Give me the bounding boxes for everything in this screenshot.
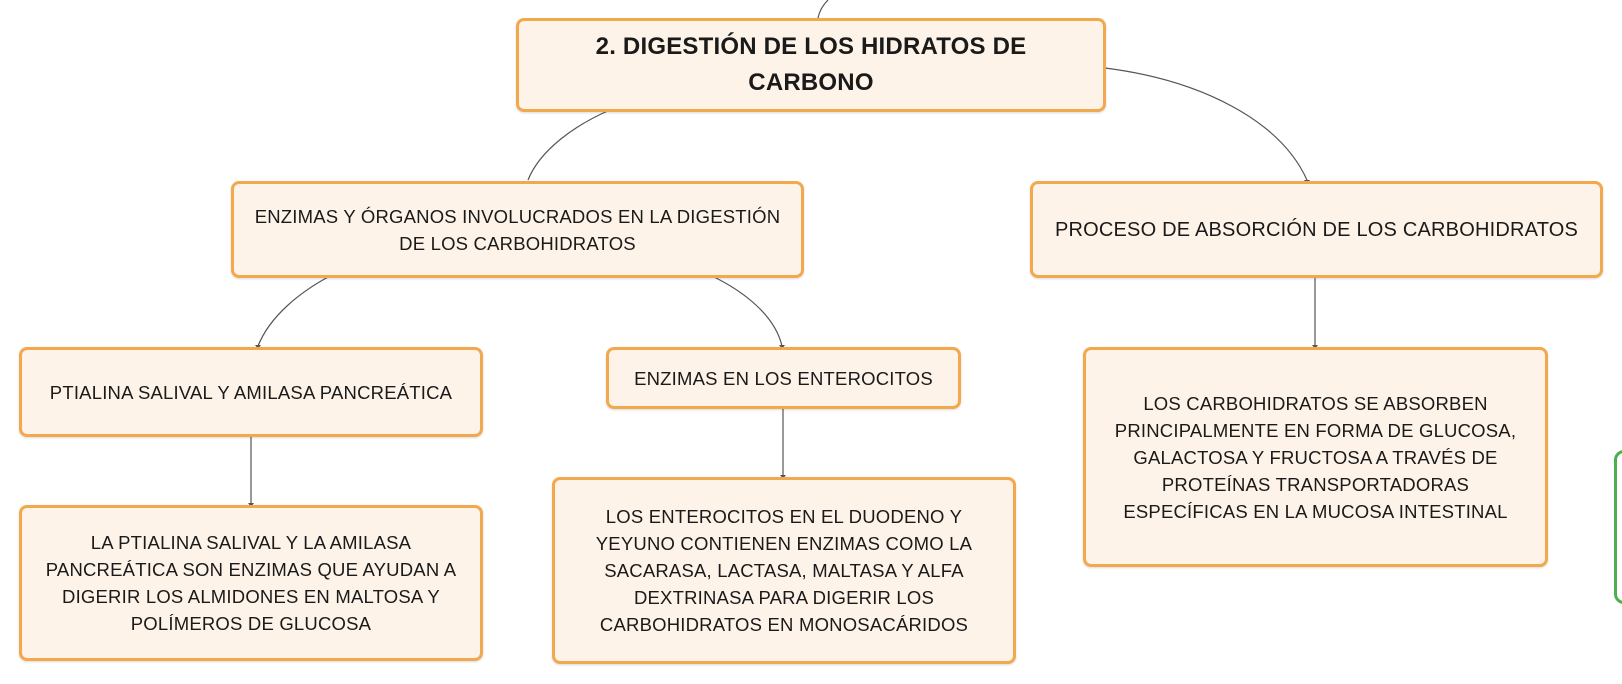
absorption-detail-node[interactable]: LOS CARBOHIDRATOS SE ABSORBEN PRINCIPALM…: [1083, 347, 1548, 567]
connector-root-to-enzymes: [527, 109, 611, 181]
root-node-label: 2. DIGESTIÓN DE LOS HIDRATOS DE CARBONO: [595, 33, 1027, 96]
connector-parent-to-root: [817, 0, 829, 19]
ptialina-detail-node[interactable]: LA PTIALINA SALIVAL Y LA AMILASA PANCREÁ…: [19, 505, 483, 661]
enterocitos-node[interactable]: ENZIMAS EN LOS ENTEROCITOS: [606, 347, 961, 409]
enterocitos-detail-node[interactable]: LOS ENTEROCITOS EN EL DUODENO Y YEYUNO C…: [552, 477, 1016, 664]
enzymes-branch-label: ENZIMAS Y ÓRGANOS INVOLUCRADOS EN LA DIG…: [254, 205, 781, 254]
offscreen-node-edge[interactable]: [1614, 450, 1622, 604]
ptialina-label: PTIALINA SALIVAL Y AMILASA PANCREÁTICA: [49, 381, 453, 403]
ptialina-node[interactable]: PTIALINA SALIVAL Y AMILASA PANCREÁTICA: [19, 347, 483, 437]
enterocitos-label: ENZIMAS EN LOS ENTEROCITOS: [634, 367, 933, 389]
ptialina-detail-text: LA PTIALINA SALIVAL Y LA AMILASA PANCREÁ…: [45, 532, 457, 634]
absorption-branch-label: PROCESO DE ABSORCIÓN DE LOS CARBOHIDRATO…: [1054, 218, 1579, 241]
enzymes-branch-node[interactable]: ENZIMAS Y ÓRGANOS INVOLUCRADOS EN LA DIG…: [231, 181, 804, 278]
enterocitos-detail-text: LOS ENTEROCITOS EN EL DUODENO Y YEYUNO C…: [595, 506, 973, 635]
root-node[interactable]: 2. DIGESTIÓN DE LOS HIDRATOS DE CARBONO: [516, 18, 1106, 112]
connector-enzymes-to-enterocitos: [711, 275, 783, 347]
absorption-branch-node[interactable]: PROCESO DE ABSORCIÓN DE LOS CARBOHIDRATO…: [1030, 181, 1603, 278]
absorption-detail-text: LOS CARBOHIDRATOS SE ABSORBEN PRINCIPALM…: [1114, 392, 1517, 522]
connector-root-to-absorption: [1104, 67, 1308, 181]
connector-enzymes-to-ptialina: [257, 275, 331, 347]
